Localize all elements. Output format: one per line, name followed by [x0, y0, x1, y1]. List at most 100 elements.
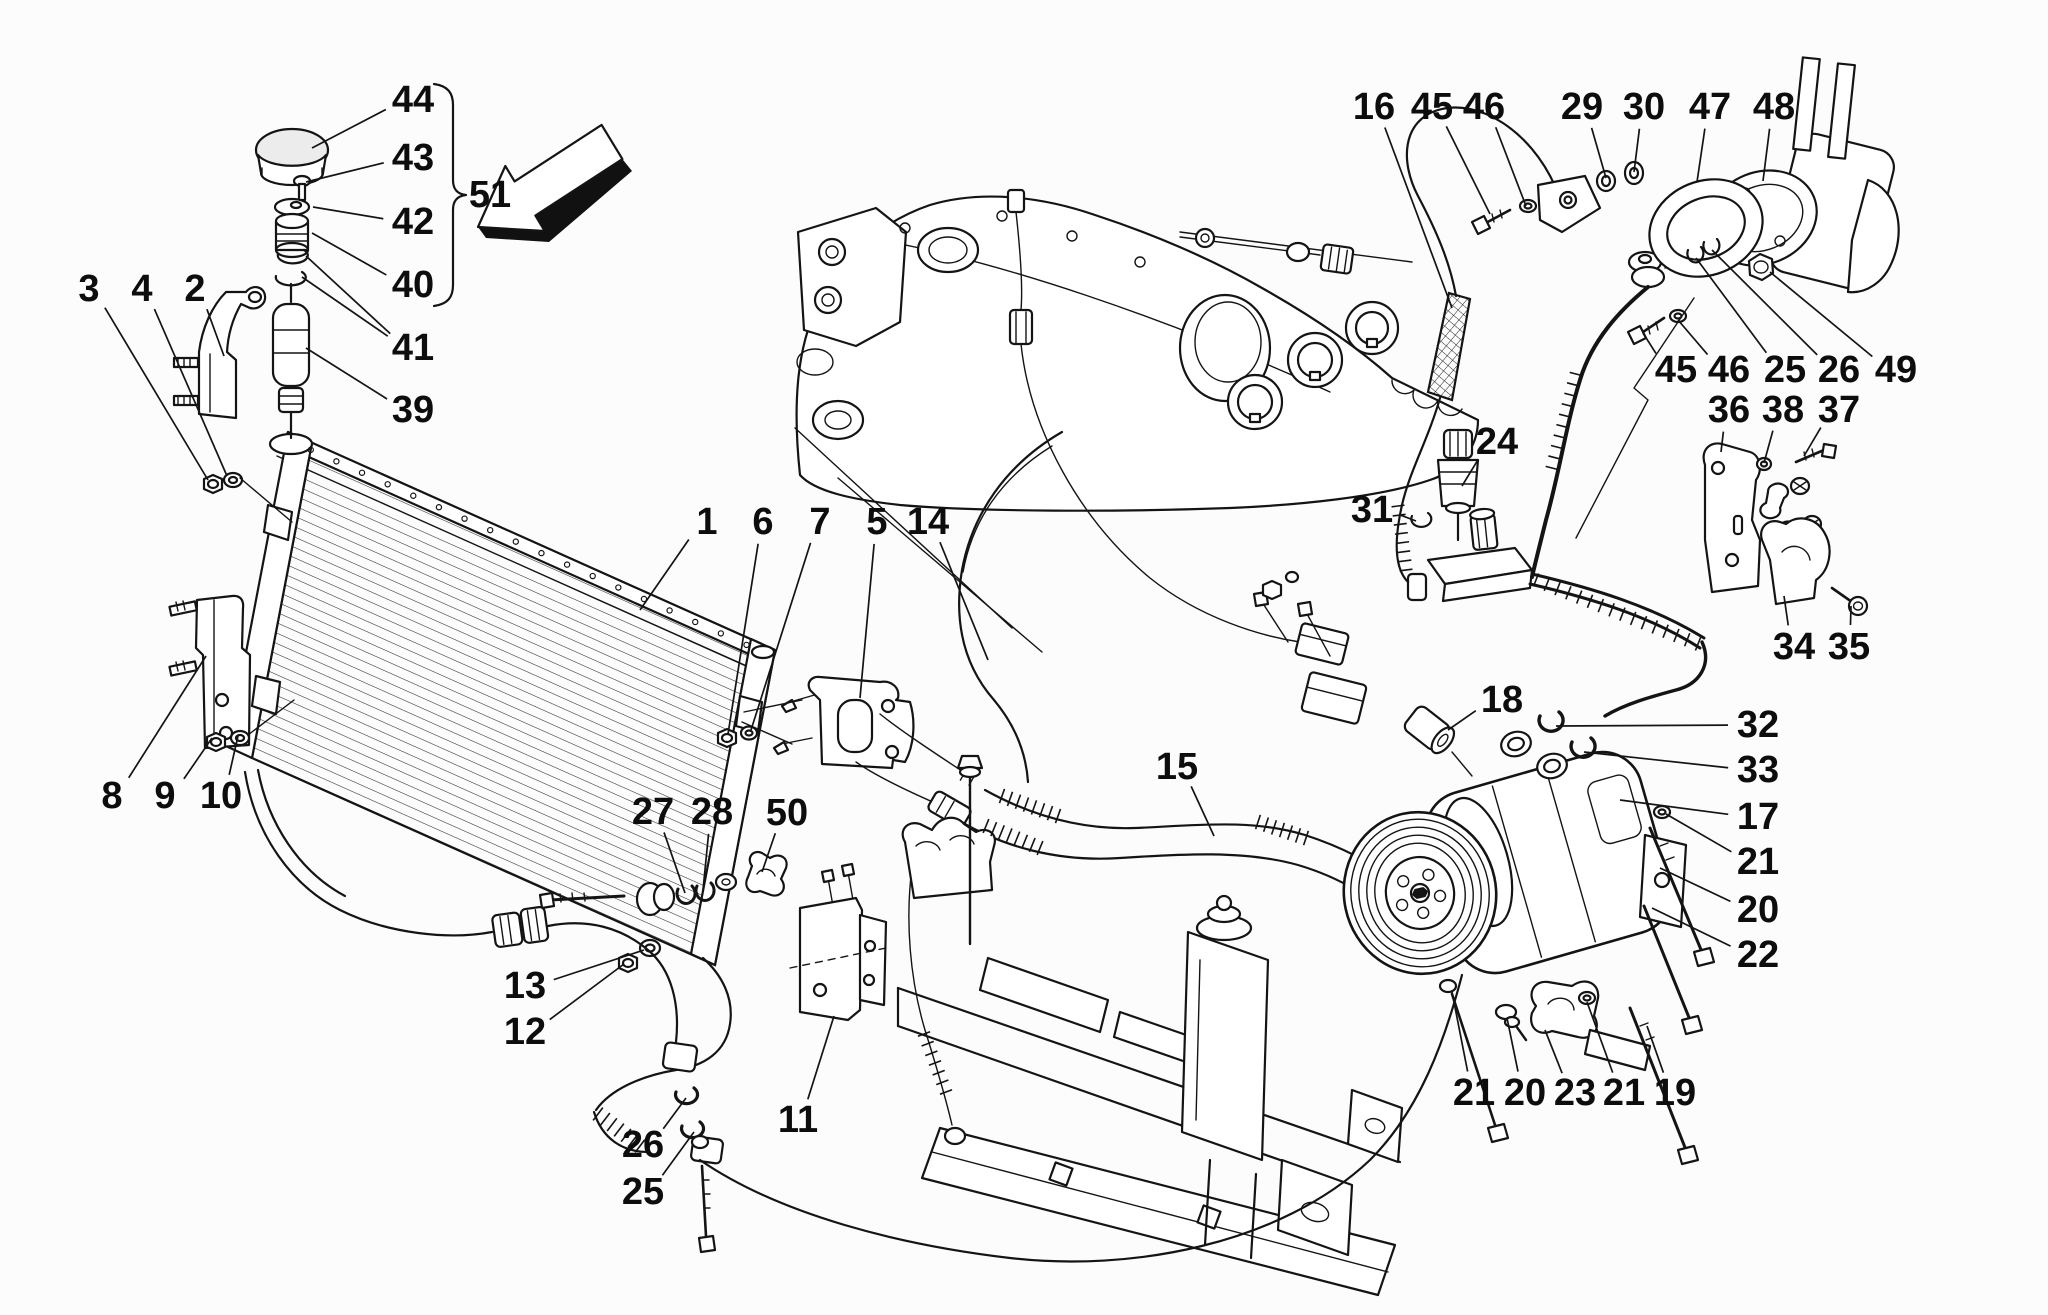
callout-18: 18 [1481, 679, 1523, 721]
spring-coil-tick [1532, 573, 1540, 587]
rivet-dot [563, 561, 571, 568]
spring-coil-tick [939, 1088, 953, 1096]
rivet-dot [384, 481, 391, 488]
leader-line-46 [1677, 319, 1709, 356]
condenser-rivets [307, 446, 750, 649]
engine-cylinder-head [795, 188, 1480, 643]
circlip-32 [1537, 710, 1565, 733]
o-ring-31 [1410, 511, 1433, 528]
leader-line-46 [1494, 126, 1527, 207]
phantom-lines [239, 427, 1043, 745]
spring-coil-tick [1286, 825, 1294, 841]
spring-coil-tick [1575, 590, 1583, 604]
leader-line-1 [639, 539, 690, 611]
spring-coil-tick [613, 1123, 625, 1137]
hose-assembly-15 [855, 713, 1397, 1146]
callout-36: 36 [1708, 389, 1750, 431]
spring-coil-tick [1694, 637, 1702, 651]
drier-39 [271, 302, 311, 440]
spring-coil-tick [1294, 827, 1302, 843]
spring-coil-tick [924, 1050, 938, 1057]
callout-31: 31 [1351, 489, 1393, 531]
leader-line-42 [312, 206, 384, 220]
leader-line-28 [702, 833, 710, 891]
leader-line-7 [750, 542, 812, 731]
screw-37 [1794, 442, 1838, 464]
o-ring-41a [276, 248, 309, 265]
leader-line-30 [1633, 128, 1641, 173]
callout-45: 45 [1411, 86, 1453, 128]
rivet-dot [512, 538, 520, 545]
callout-19: 19 [1654, 1072, 1696, 1114]
spring-coil-tick [928, 1059, 942, 1067]
screw-23a [1494, 1003, 1528, 1042]
spring-coil-tick [1566, 382, 1580, 387]
nut-9 [205, 731, 227, 753]
washer-25b [1686, 245, 1705, 264]
spring-coils [592, 371, 1702, 1153]
callout-26: 26 [1818, 349, 1860, 391]
spring-coil-tick [1561, 402, 1575, 408]
spring-coil-tick [1302, 830, 1310, 846]
leader-line-34 [1783, 595, 1790, 626]
callout-37: 37 [1818, 389, 1860, 431]
leader-line-37 [1803, 427, 1822, 457]
bolt-20 [1648, 826, 1716, 968]
spring-coil-tick [1054, 808, 1062, 824]
spring-coil-tick [1673, 628, 1680, 643]
rivet-dot [615, 584, 622, 591]
banjo-fitting [1536, 174, 1602, 234]
rivet-dot [435, 504, 443, 511]
saddle-23 [1530, 980, 1600, 1039]
spring-coil-tick [1028, 837, 1036, 853]
washer-29 [1595, 169, 1617, 193]
leader-line-20 [1506, 1017, 1519, 1072]
circlip-33 [1569, 736, 1597, 759]
nut-49 [1747, 252, 1775, 282]
callout-5: 5 [866, 501, 887, 543]
leader-line-40 [311, 232, 387, 276]
callout-23: 23 [1554, 1072, 1596, 1114]
junction-blocks [1252, 570, 1368, 725]
spring-coil-tick [1398, 559, 1412, 563]
rivet-dot [486, 526, 494, 534]
spring-coil-tick [1564, 392, 1578, 398]
spring-coil-tick [1550, 444, 1564, 450]
leader-line-27 [663, 832, 686, 894]
spring-coil-tick [921, 1040, 935, 1047]
pressure-switch-24 [1436, 428, 1480, 542]
rivet-dot [538, 549, 545, 557]
leader-line-15 [1190, 786, 1215, 837]
o-ring-41b [274, 270, 307, 287]
spring-coil-tick [1662, 624, 1669, 639]
callout-25: 25 [1764, 349, 1806, 391]
leader-line-13 [553, 949, 645, 981]
washer-46b [1668, 308, 1688, 324]
washer-21a [1652, 804, 1672, 820]
rivet-dot [307, 446, 314, 454]
spring-coil-tick [1005, 828, 1013, 843]
spring-coil-tick [606, 1117, 618, 1132]
spring-coil-tick [1597, 598, 1605, 613]
leader-line-21 [1586, 1001, 1614, 1073]
leader-line-12 [549, 963, 625, 1021]
callout-9: 9 [154, 775, 175, 817]
pulley [1342, 810, 1498, 976]
assembly-direction-arrow-icon [476, 123, 632, 242]
spring-coil-tick [1556, 423, 1570, 429]
washer-10 [229, 729, 251, 747]
spring-coil-tick [634, 1139, 646, 1153]
hose-16 [1395, 106, 1602, 584]
callout-50: 50 [766, 792, 808, 834]
spring-coil-tick [1543, 577, 1551, 592]
leader-line-26 [1711, 249, 1818, 356]
leader-line-19 [1646, 1025, 1665, 1073]
leader-line-21 [1451, 991, 1469, 1072]
spring-coil-tick [1565, 585, 1572, 600]
spring-coil-tick [1393, 522, 1407, 526]
spring-coil-tick [1399, 568, 1413, 572]
callout-38: 38 [1762, 389, 1804, 431]
callout-28: 28 [691, 791, 733, 833]
